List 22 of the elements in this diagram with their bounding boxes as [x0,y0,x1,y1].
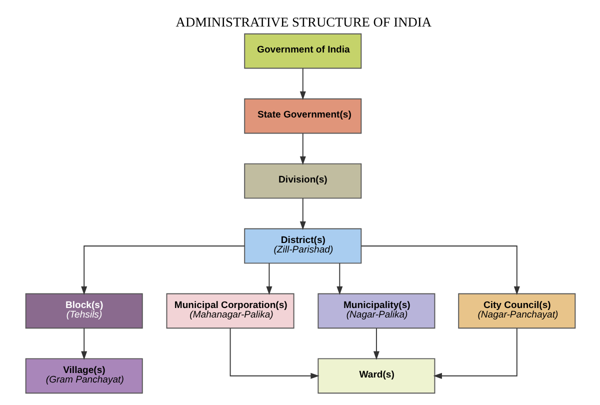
arrow [432,328,517,379]
arrow [80,328,87,360]
node-box: Ward(s) [317,358,435,394]
diagram-title: ADMINISTRATIVE STRUCTURE OF INDIA [175,14,432,30]
arrow [336,262,342,295]
node-box: District(s) (Zill-Parishad) [244,228,362,264]
node-box: Municipal Corporation(s) (Mahanagar-Palika) [166,293,294,329]
node-box: Block(s) (Tehsils) [24,293,142,329]
node-box: Municipality(s) (Nagar-Palika) [317,293,435,329]
arrow [299,198,306,230]
node-box: State Government(s) [244,98,362,134]
arrow [80,246,245,295]
arrow [372,328,379,360]
arrow [299,132,306,165]
arrow [266,262,272,295]
node-box: Village(s) (Gram Panchayat) [24,358,142,394]
arrow [360,246,520,295]
arrow [299,68,306,100]
node-box: Division(s) [244,163,362,199]
node-box: Government of India [244,33,362,69]
node-box: City Council(s) (Nagar-Panchayat) [458,293,576,329]
arrow [229,328,319,379]
